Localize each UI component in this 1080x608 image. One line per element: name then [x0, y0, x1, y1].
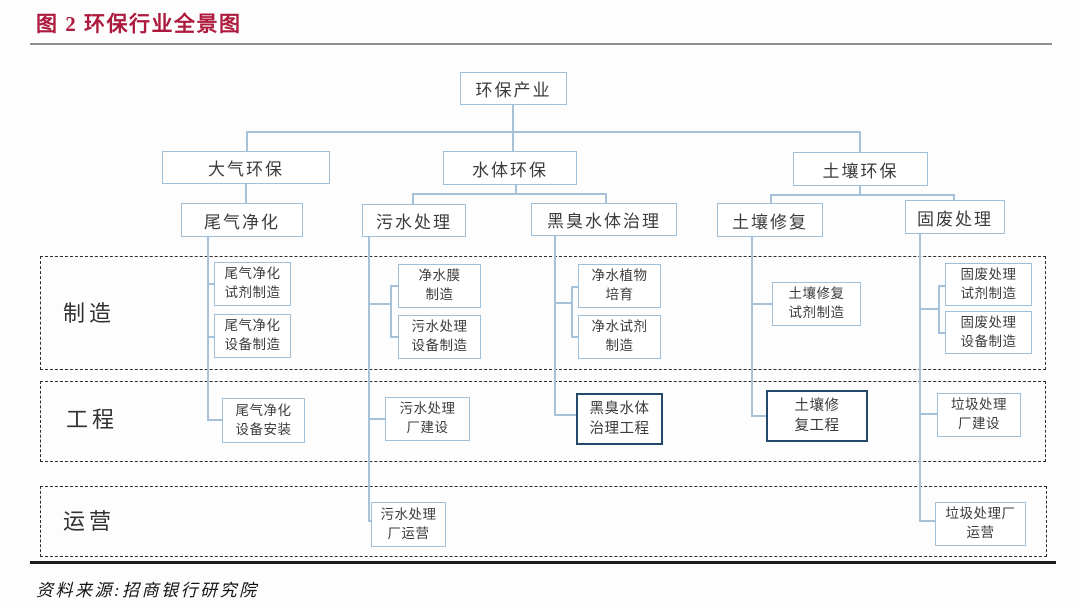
operations-band-frame [40, 486, 1047, 557]
node-eng-exhaust-install: 尾气净化 设备安装 [222, 398, 305, 443]
node-level3-soil-remediation: 土壤修复 [717, 203, 823, 237]
connector-line [605, 193, 607, 204]
figure-title: 图 2 环保行业全景图 [36, 12, 242, 36]
connector-line [859, 131, 861, 153]
footer-divider-line [30, 561, 1056, 564]
connector-line [938, 285, 946, 287]
connector-line [919, 413, 937, 415]
connector-line [919, 520, 935, 522]
connector-line [554, 414, 576, 416]
connector-line [512, 105, 514, 132]
connector-line [412, 193, 414, 205]
node-mfg-soil-reagent: 土壤修复 试剂制造 [772, 282, 861, 326]
operations-band-label: 运营 [63, 509, 116, 534]
connector-line [554, 236, 556, 415]
connector-line [515, 184, 517, 194]
node-ops-garbage-plant-operation: 垃圾处理厂 运营 [935, 502, 1026, 546]
connector-line [412, 193, 607, 195]
connector-line [245, 184, 247, 204]
node-level3-solid-waste: 固废处理 [905, 200, 1005, 234]
title-divider-line [30, 43, 1052, 45]
node-level3-exhaust-purification: 尾气净化 [181, 203, 303, 237]
connector-line [859, 185, 861, 195]
node-mfg-sewage-equipment: 污水处理 设备制造 [398, 315, 481, 359]
connector-line [512, 131, 514, 152]
node-mfg-water-membrane: 净水膜 制造 [398, 264, 481, 308]
node-level2-soil: 土壤环保 [793, 152, 928, 186]
connector-line [938, 285, 940, 333]
engineering-band-frame [40, 381, 1046, 462]
connector-line [207, 419, 223, 421]
connector-line [554, 302, 572, 304]
connector-line [751, 303, 772, 305]
connector-line [919, 233, 921, 521]
connector-line [246, 131, 860, 133]
node-mfg-purifying-reagent: 净水试剂 制造 [578, 315, 661, 359]
manufacturing-band-label: 制造 [63, 301, 116, 326]
source-note: 资料来源:招商银行研究院 [36, 581, 259, 600]
node-ops-sewage-plant-operation: 污水处理 厂运营 [371, 502, 446, 547]
node-level3-black-odor-water: 黑臭水体治理 [531, 203, 677, 236]
node-level3-sewage-treatment: 污水处理 [362, 204, 466, 237]
connector-line [390, 285, 399, 287]
connector-line [390, 285, 392, 337]
node-mfg-exhaust-equipment: 尾气净化 设备制造 [214, 314, 291, 358]
connector-line [751, 237, 753, 416]
node-root: 环保产业 [460, 72, 567, 105]
engineering-band-label: 工程 [66, 407, 119, 432]
connector-line [368, 418, 386, 420]
node-mfg-purifying-plants: 净水植物 培育 [578, 264, 661, 308]
connector-line [207, 237, 209, 420]
connector-line [207, 336, 215, 338]
node-eng-sewage-plant-construction: 污水处理 厂建设 [385, 397, 470, 441]
node-eng-garbage-plant-construction: 垃圾处理 厂建设 [937, 393, 1021, 437]
connector-line [919, 308, 939, 310]
node-mfg-solidwaste-reagent: 固废处理 试剂制造 [945, 263, 1032, 306]
connector-line [390, 336, 399, 338]
node-eng-soil-remediation-project-highlighted: 土壤修 复工程 [766, 390, 868, 442]
connector-line [770, 194, 772, 204]
node-mfg-solidwaste-equipment: 固废处理 设备制造 [945, 311, 1032, 354]
connector-line [207, 283, 215, 285]
connector-line [368, 303, 391, 305]
connector-line [938, 332, 946, 334]
connector-line [368, 520, 373, 522]
node-mfg-exhaust-reagent: 尾气净化 试剂制造 [214, 262, 291, 306]
node-eng-black-odor-project-highlighted: 黑臭水体 治理工程 [576, 393, 663, 445]
connector-line [571, 286, 579, 288]
connector-line [246, 131, 248, 152]
connector-line [571, 336, 579, 338]
manufacturing-band-frame [40, 256, 1046, 370]
node-level2-water: 水体环保 [443, 151, 577, 185]
node-level2-air: 大气环保 [162, 151, 330, 184]
connector-line [751, 415, 766, 417]
connector-line [953, 194, 955, 201]
connector-line [571, 286, 573, 337]
connector-line [368, 237, 370, 521]
connector-line [770, 194, 955, 196]
